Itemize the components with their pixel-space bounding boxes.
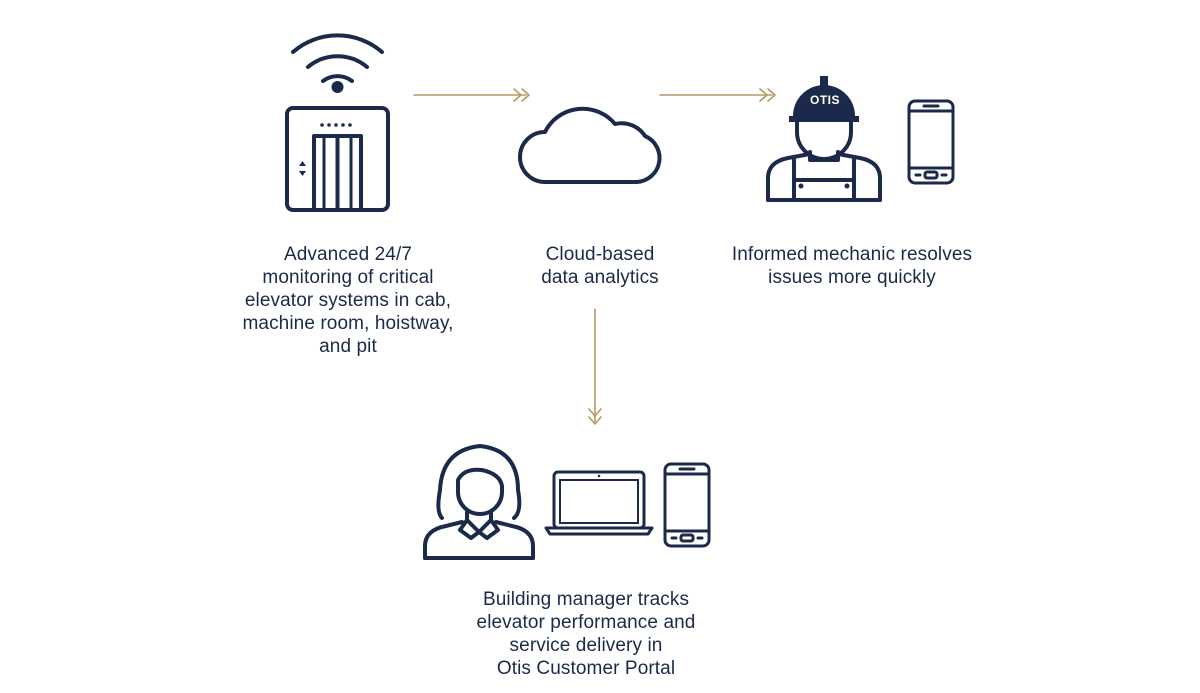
caption-line: issues more quickly: [768, 267, 936, 288]
laptop-icon: [544, 470, 654, 536]
caption-line: Informed mechanic resolves: [731, 244, 973, 265]
smartphone-icon: [907, 99, 955, 185]
caption-line: Advanced 24/7: [283, 244, 413, 265]
arrow-cloud-to-mechanic: [659, 88, 776, 102]
caption-line: Building manager tracks: [482, 589, 690, 610]
monitoring-caption: Advanced 24/7 monitoring of critical ele…: [228, 243, 468, 358]
cloud-icon: [518, 106, 662, 184]
elevator-icon: [285, 106, 390, 212]
caption-line: service delivery in: [509, 635, 663, 656]
mechanic-caption: Informed mechanic resolves issues more q…: [712, 243, 992, 289]
caption-line: elevator performance and: [476, 612, 696, 633]
caption-line: and pit: [319, 336, 377, 357]
caption-line: machine room, hoistway,: [242, 313, 454, 334]
mechanic-icon: [766, 76, 882, 202]
arrow-cloud-to-manager: [588, 308, 602, 425]
caption-line: elevator systems in cab,: [244, 290, 452, 311]
building-manager-icon: [423, 444, 535, 560]
helmet-logo-text: OTIS: [809, 93, 840, 107]
arrow-elevator-to-cloud: [413, 88, 530, 102]
cloud-caption: Cloud-based data analytics: [500, 243, 700, 289]
caption-line: Otis Customer Portal: [496, 658, 676, 679]
caption-line: data analytics: [541, 267, 659, 288]
caption-line: monitoring of critical: [262, 267, 434, 288]
caption-line: Cloud-based: [545, 244, 655, 265]
smartphone-icon: [663, 462, 711, 548]
wifi-icon: [291, 33, 384, 93]
manager-caption: Building manager tracks elevator perform…: [446, 588, 726, 680]
